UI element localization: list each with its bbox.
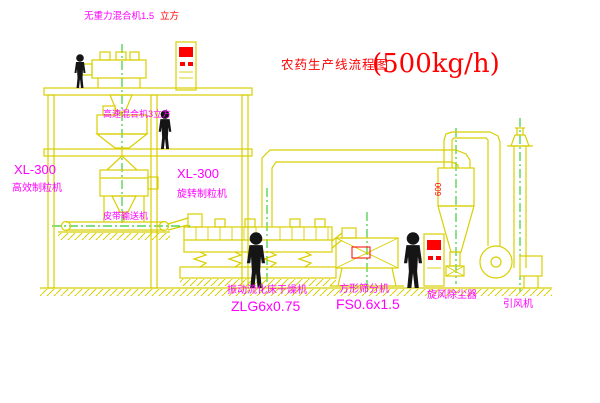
duct-diameter-label: 600: [434, 182, 443, 196]
center-granulator-model-label: XL-300: [177, 166, 219, 181]
granulator: [99, 169, 159, 222]
building-frame: [43, 87, 253, 289]
cyclone-exhaust-duct: [443, 131, 501, 246]
control-panel-1: [175, 41, 197, 91]
cyclone-name-label: 旋风除尘器: [427, 288, 477, 301]
high-speed-mixer: [95, 105, 149, 156]
exhaust-stack: [507, 127, 533, 268]
worker-figure-4: [403, 232, 423, 288]
dryer-model-label: ZLG6x0.75: [231, 298, 300, 314]
sifter-model-label: FS0.6x1.5: [336, 296, 400, 312]
drawing-title: 农药生产线流程图: [281, 57, 389, 72]
sifter-name-label: 方形筛分机: [339, 282, 389, 295]
center-granulator-name-label: 旋转制粒机: [177, 187, 227, 200]
dryer-name-label: 振动流化床干燥机: [227, 283, 307, 296]
drawing-capacity: (500kg/h): [372, 49, 500, 79]
y-chute: [106, 155, 138, 171]
dryer-exhaust-duct: [261, 149, 471, 227]
belt-conveyor-label: 皮带输送机: [103, 210, 148, 221]
high-speed-mixer-label: 高速混合机3立方: [103, 108, 171, 119]
square-sifter: [330, 237, 404, 287]
left-granulator-name-label: 高效制粒机: [12, 181, 62, 194]
top-mixer-unit-label: 立方: [160, 10, 179, 22]
ground-hatch: [40, 287, 552, 296]
top-mixer-label: 无重力混合机1.5: [84, 10, 154, 22]
fan-motor: [519, 255, 543, 288]
gravity-mixer: [77, 51, 147, 88]
control-panel-2: [423, 233, 445, 287]
left-granulator-model-label: XL-300: [14, 162, 56, 177]
fan-name-label: 引风机: [503, 297, 533, 310]
belt-conveyor: [58, 217, 189, 240]
induced-draft-fan: [479, 245, 513, 279]
worker-figure-1: [74, 54, 86, 88]
cyclone-separator: [437, 167, 475, 277]
